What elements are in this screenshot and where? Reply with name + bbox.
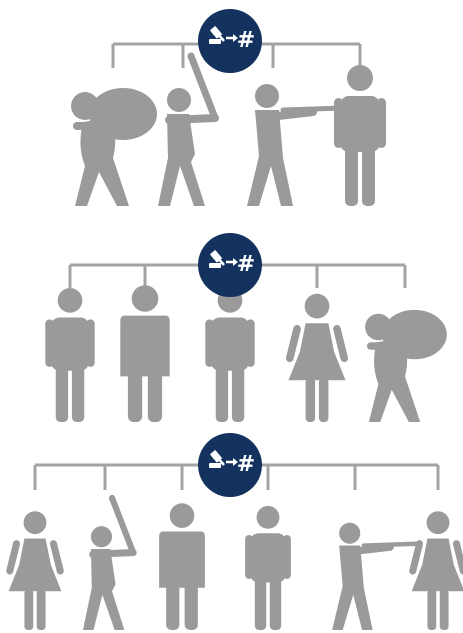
figure-woman-standing	[285, 294, 349, 422]
figure-man-standing	[120, 285, 169, 422]
hash-icon: #	[237, 28, 255, 53]
figure-man-standing	[45, 288, 94, 422]
figures-layer	[5, 56, 463, 630]
figure-man-standing	[159, 503, 205, 630]
figure-person-with-bat	[158, 56, 215, 206]
figure-man-standing	[205, 288, 254, 422]
figure-woman-standing	[5, 511, 64, 630]
figure-thief-with-sack	[365, 310, 447, 422]
badge-1: #	[198, 9, 262, 73]
badge-2: #	[198, 233, 262, 297]
figure-person-with-bat	[83, 498, 133, 630]
figure-man-standing	[334, 65, 386, 206]
figure-person-with-rifle	[247, 84, 343, 206]
figure-person-with-rifle	[332, 523, 416, 630]
figure-thief-with-sack	[71, 88, 157, 206]
figure-man-standing	[245, 506, 291, 630]
hash-icon: #	[237, 252, 255, 277]
badges-layer: # # #	[198, 9, 262, 497]
figure-woman-standing	[408, 511, 463, 630]
hash-icon: #	[237, 452, 255, 477]
badge-3: #	[198, 433, 262, 497]
